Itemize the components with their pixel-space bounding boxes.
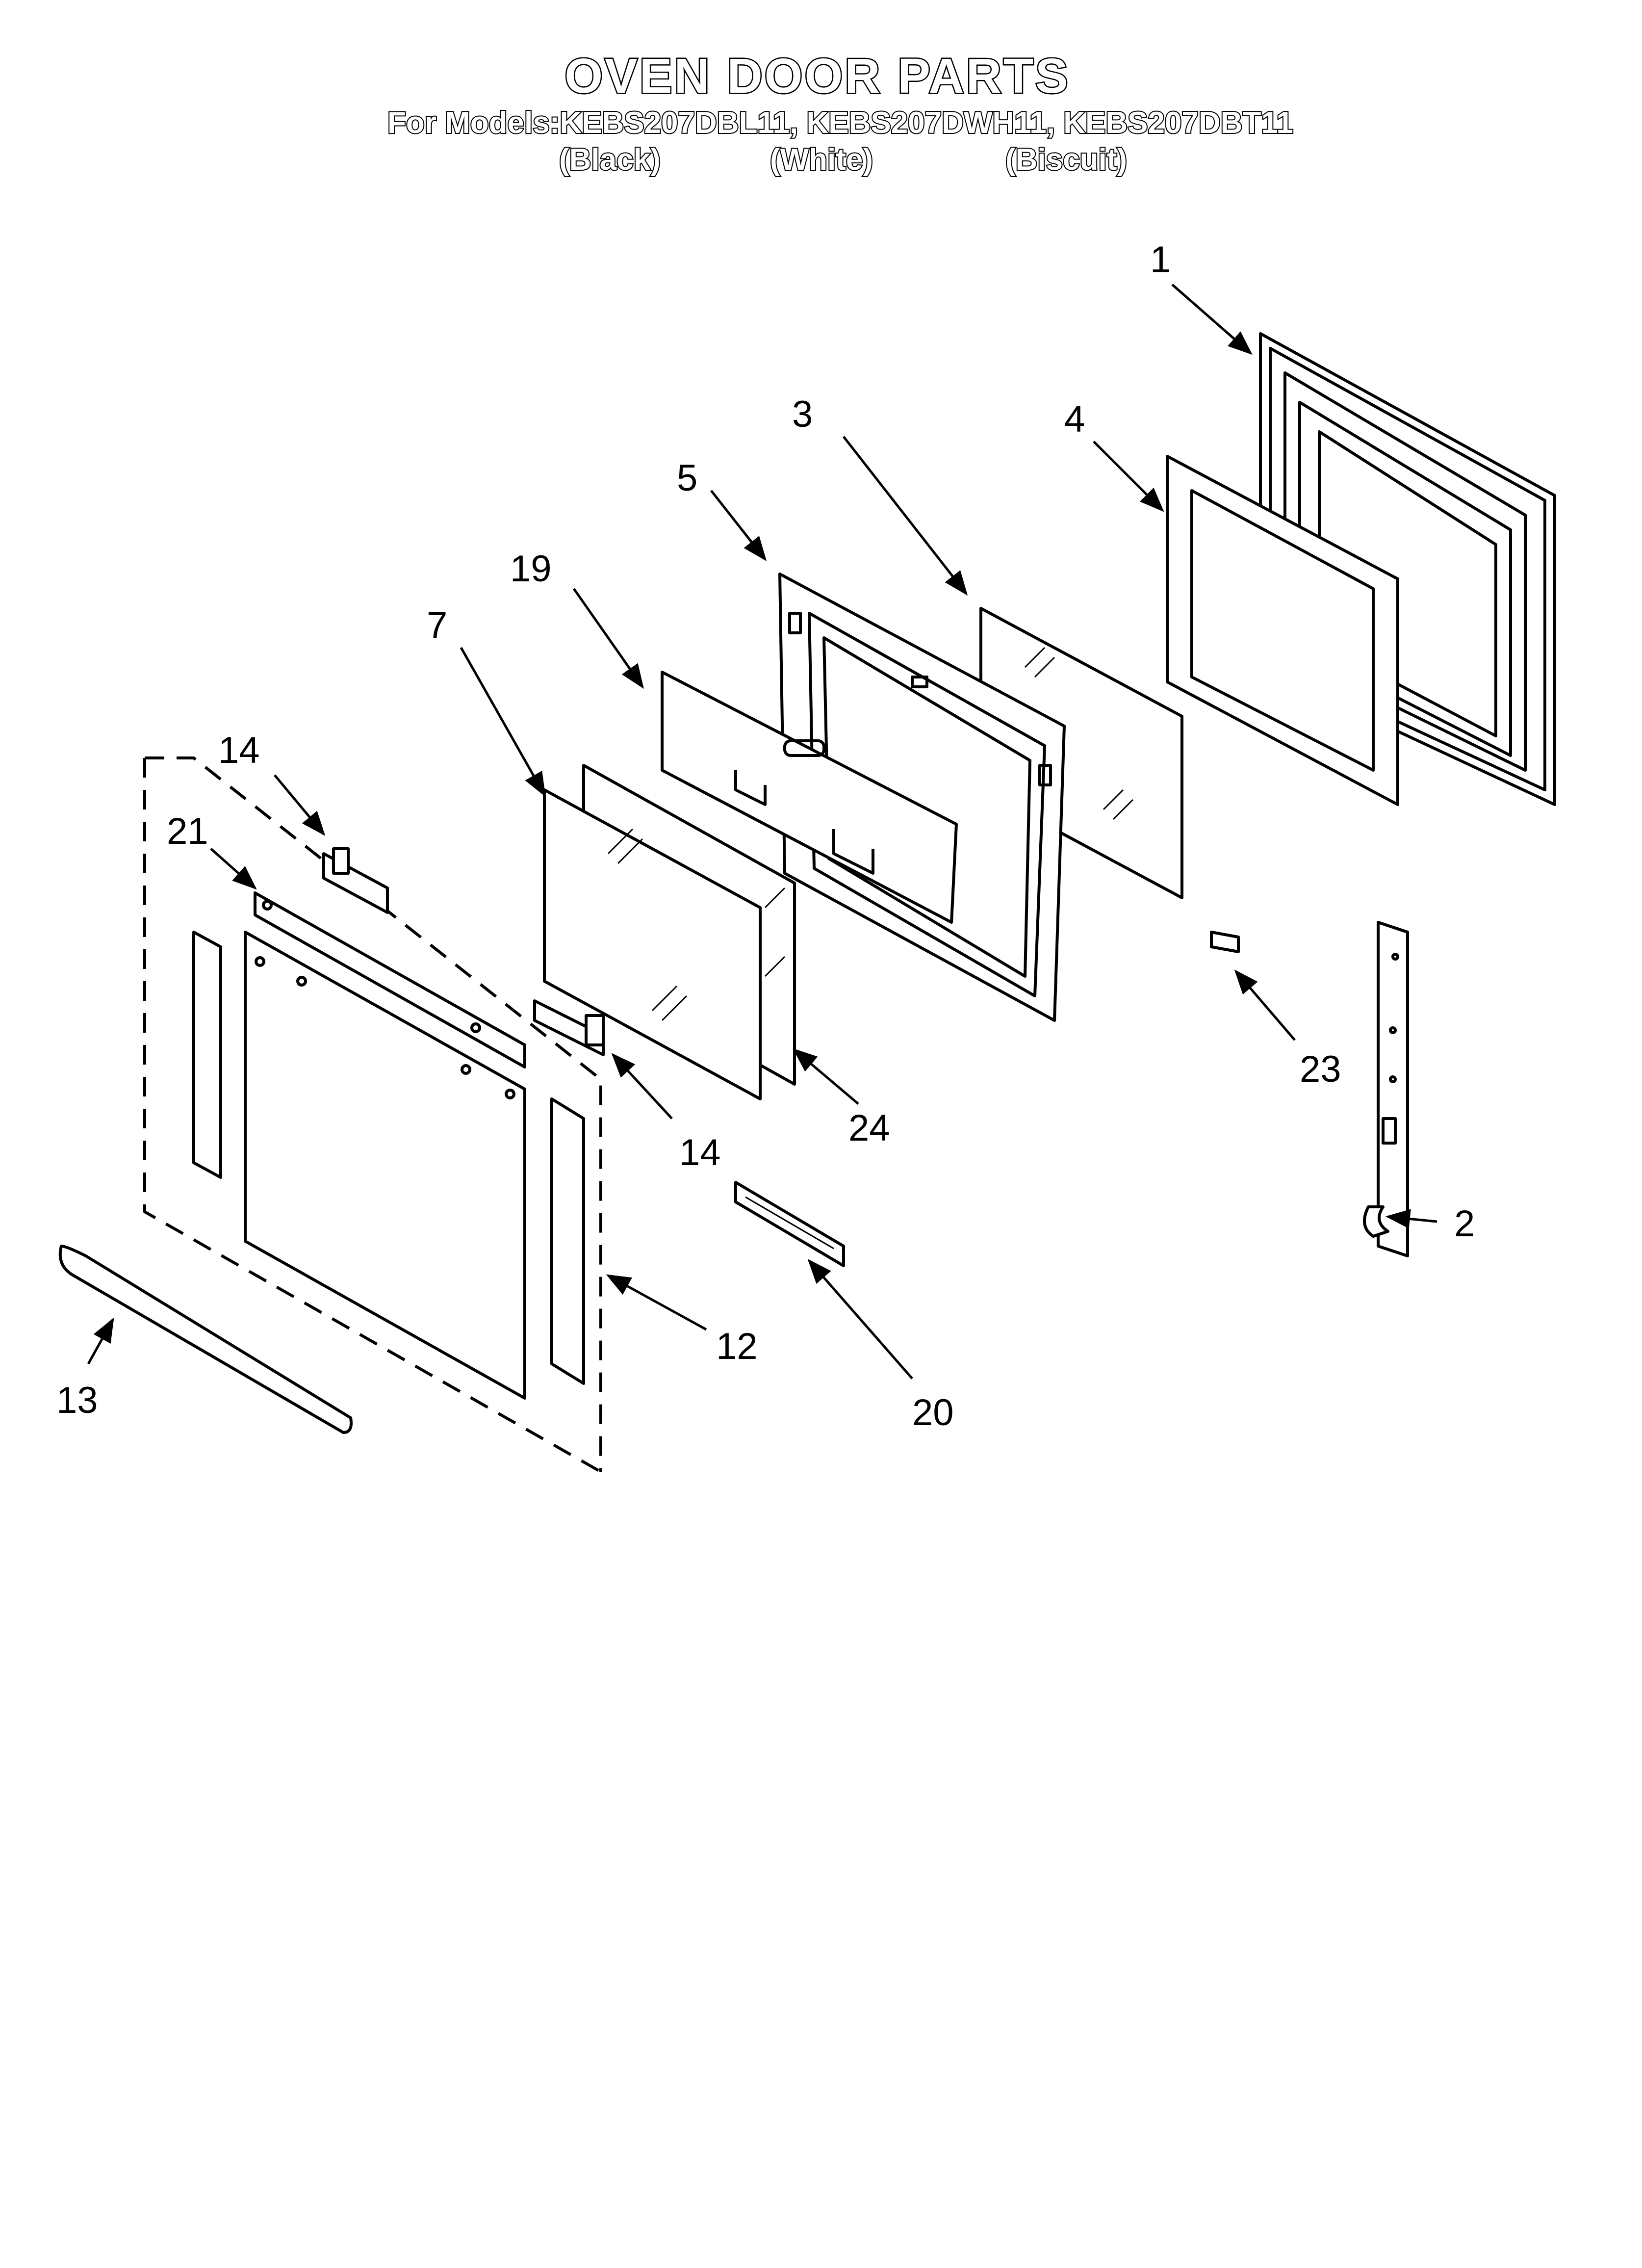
part-14-bracket-upper: [322, 847, 389, 914]
callout-19: 19: [510, 548, 552, 590]
page-title: OVEN DOOR PARTS: [564, 48, 1070, 104]
part-4-gasket: [1166, 455, 1399, 806]
part-2-hinge: [1363, 921, 1409, 1257]
diagram-header: OVEN DOOR PARTS: [0, 48, 1642, 104]
callout-4: 4: [1064, 398, 1085, 440]
part-14-bracket-lower: [533, 999, 605, 1056]
variant-white: (White): [769, 142, 874, 178]
callout-14-lower: 14: [679, 1132, 721, 1173]
callout-13: 13: [56, 1380, 98, 1421]
callout-14-upper: 14: [218, 730, 260, 771]
callout-20: 20: [912, 1392, 954, 1434]
models-line: For Models:KEBS207DBL11, KEBS207DWH11, K…: [386, 105, 1294, 141]
part-7-glass: [543, 788, 762, 1100]
callout-21: 21: [167, 810, 208, 852]
callout-3: 3: [792, 393, 813, 435]
leader-lines: [87, 284, 1437, 1380]
callout-2: 2: [1454, 1203, 1475, 1245]
part-13-handle: [58, 1245, 353, 1434]
callout-24: 24: [848, 1107, 890, 1149]
callout-1: 1: [1150, 239, 1171, 281]
callout-labels: 1 2 3 4 5 7 12 13 14 14 19 20 21 23 24: [56, 239, 1475, 1434]
variant-black: (Black): [558, 142, 662, 178]
callout-7: 7: [427, 604, 447, 646]
part-23-clip: [1210, 931, 1240, 953]
callout-12: 12: [716, 1326, 758, 1367]
callout-23: 23: [1300, 1048, 1341, 1090]
variant-biscuit: (Biscuit): [1004, 142, 1128, 178]
part-19-shield: [661, 671, 958, 924]
callout-5: 5: [677, 457, 697, 499]
part-20-vent: [734, 1181, 845, 1267]
part-12-outer-door: [143, 756, 602, 1473]
part-21-trim: [254, 891, 526, 1069]
